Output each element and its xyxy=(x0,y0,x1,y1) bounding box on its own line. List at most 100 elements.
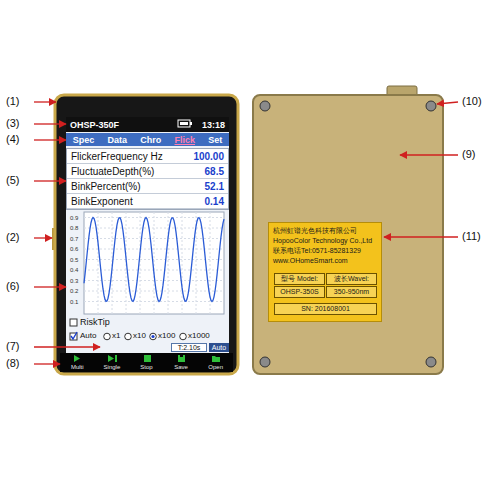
battery-level xyxy=(180,122,188,125)
node-text: 100.00 xyxy=(189,149,228,164)
node-text: Stop xyxy=(129,353,164,372)
grid-line xyxy=(154,212,155,314)
option-label: Auto xyxy=(80,332,96,340)
node-text: Single xyxy=(95,353,130,372)
callout-number: (3) xyxy=(6,118,19,129)
node-text: 杭州虹谱光色科技有限公司 xyxy=(273,226,377,236)
node-text: Chro xyxy=(140,135,161,145)
node-text: OHSP-350F xyxy=(70,120,119,130)
option-label: x10 xyxy=(133,332,146,340)
node-text: 13:18 xyxy=(202,120,225,130)
leader-lines xyxy=(34,102,458,364)
save-icon xyxy=(178,355,185,362)
grid-line xyxy=(84,228,224,229)
callout-number: (11) xyxy=(462,231,481,242)
axis-tick: 0.5 xyxy=(70,257,78,263)
node-text: Save xyxy=(164,353,199,372)
back-housing xyxy=(253,95,443,374)
callout-number: (1) xyxy=(6,96,19,107)
axis-tick: 0.8 xyxy=(70,225,78,231)
node-text: Flick xyxy=(175,135,196,145)
node-text: T:2.10s xyxy=(178,344,201,351)
option-label: x1000 xyxy=(188,332,210,340)
table-cell: 型号 Model: xyxy=(274,273,325,285)
save-slot xyxy=(180,355,183,357)
node-text: FlickerFrequency Hz xyxy=(67,149,189,164)
callout-number: (7) xyxy=(6,341,19,352)
node-text: 350-950nm xyxy=(334,287,369,297)
checkbox-checked xyxy=(70,333,77,340)
radio xyxy=(104,333,111,340)
axis-tick: 0.7 xyxy=(70,236,78,242)
node-text: Multi xyxy=(60,353,95,372)
node-text: Open xyxy=(198,353,233,372)
grid-line xyxy=(84,249,224,250)
radio-dot xyxy=(151,335,154,338)
front-device xyxy=(52,95,238,374)
toolbar-buttons: MultiSingleStopSaveOpen xyxy=(60,353,233,372)
serial-cell: SN: 201608001 xyxy=(274,303,377,315)
checkbox-label: RiskTip xyxy=(80,318,110,327)
node-text: Auto xyxy=(212,344,226,351)
node-text: 联系电话Tel:0571-85281329 xyxy=(273,246,377,256)
time-box: T:2.10s xyxy=(171,343,207,352)
table-cell: 波长Wavel: xyxy=(326,273,377,285)
node-text: 波长Wavel: xyxy=(334,274,369,284)
radio xyxy=(150,333,157,340)
open-icon xyxy=(212,356,220,362)
node-text: BinkPercent(%) xyxy=(67,179,189,194)
screen xyxy=(66,117,229,353)
axis-tick: 0.9 xyxy=(70,215,78,221)
node-text: SN: 201608001 xyxy=(301,304,350,314)
node-text: FluctuateDepth(%) xyxy=(67,164,189,179)
node-text: Data xyxy=(107,135,127,145)
axis-tick: 0.3 xyxy=(70,278,78,284)
stop-icon xyxy=(144,355,151,362)
node-text: 0.14 xyxy=(189,194,228,209)
grid-line xyxy=(84,259,224,260)
battery-tip xyxy=(190,122,192,125)
callout-number: (6) xyxy=(6,281,19,292)
node-text: www.OHomeSmart.com xyxy=(273,256,377,266)
callout-number: (9) xyxy=(462,149,475,160)
front-housing xyxy=(55,95,238,374)
callout-number: (4) xyxy=(6,134,19,145)
callout-number: (8) xyxy=(6,358,19,369)
label-sticker: 杭州虹谱光色科技有限公司HopooColor Technology Co.,Lt… xyxy=(268,222,382,322)
callout-number: (5) xyxy=(6,175,19,186)
option-label: x1 xyxy=(112,332,120,340)
node-text: 52.1 xyxy=(189,179,228,194)
checkbox xyxy=(70,319,77,326)
grid-line xyxy=(84,217,224,218)
axis-tick: 0.2 xyxy=(70,288,78,294)
grid-line xyxy=(182,212,183,314)
axis-tick: 0.1 xyxy=(70,299,78,305)
auto-box: Auto xyxy=(209,343,229,352)
waveform xyxy=(84,218,224,302)
node-text: HopooColor Technology Co.,Ltd xyxy=(273,236,377,246)
grid-line xyxy=(84,291,224,292)
callout-number: (10) xyxy=(462,96,482,107)
node-text: BinkExponent xyxy=(67,194,189,209)
table-cell: OHSP-350S xyxy=(274,286,325,298)
radio xyxy=(125,333,132,340)
play-icon xyxy=(74,355,80,362)
axis-tick: 0.6 xyxy=(70,246,78,252)
status-bar-text: OHSP-350F 13:18 xyxy=(66,118,229,131)
toolbar xyxy=(60,353,233,372)
table-cell: 350-950nm xyxy=(326,286,377,298)
checkmark xyxy=(71,332,77,339)
readings-table: FlickerFrequency Hz100.00FluctuateDepth(… xyxy=(66,148,229,210)
screws xyxy=(260,101,436,367)
node-text: Spec xyxy=(73,135,95,145)
axis-tick: 0.4 xyxy=(70,267,78,273)
grid-line xyxy=(168,212,169,314)
chart-grid xyxy=(84,212,224,314)
node-text: OHSP-350S xyxy=(280,287,319,297)
node-text: 68.5 xyxy=(189,164,228,179)
option-label: x100 xyxy=(158,332,175,340)
radio xyxy=(180,333,187,340)
node-text: 型号 Model: xyxy=(281,274,318,284)
battery-icon xyxy=(178,120,190,127)
